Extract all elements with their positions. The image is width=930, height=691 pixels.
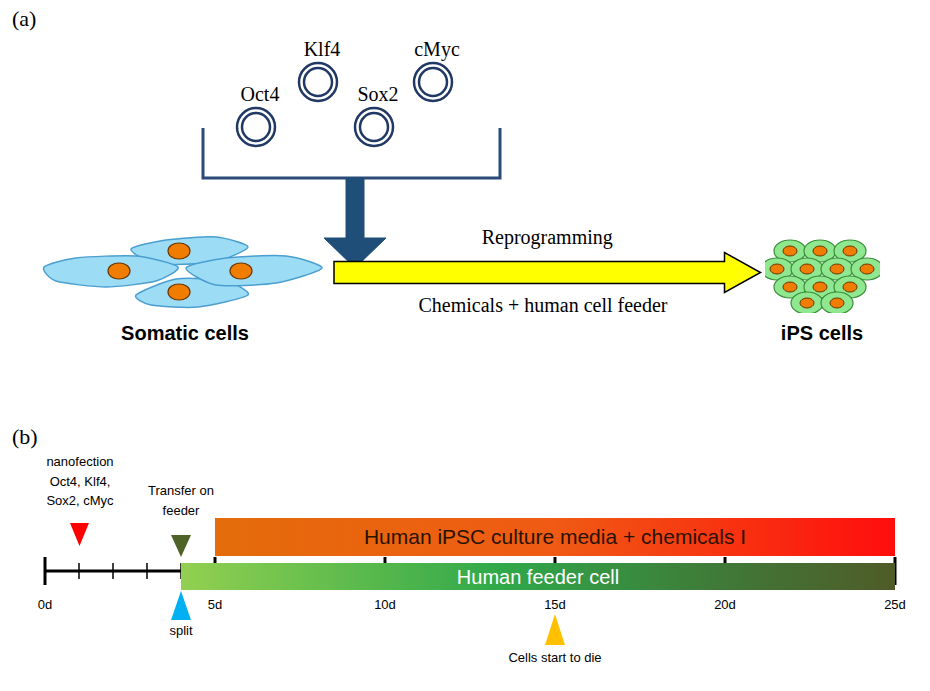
delivery-arrow bbox=[324, 178, 386, 268]
timeline-band: Human feeder cell bbox=[181, 563, 895, 590]
cell-group-node: iPS cells bbox=[761, 235, 884, 345]
cell-group-node: Somatic cells bbox=[36, 235, 334, 345]
node-label: Somatic cells bbox=[36, 322, 334, 345]
tick-mark bbox=[112, 563, 114, 579]
plasmid-node: cMyc bbox=[398, 38, 476, 104]
nanofection-marker bbox=[70, 523, 89, 546]
death-marker bbox=[545, 614, 565, 645]
event-note: split bbox=[169, 623, 192, 638]
timeline-band: Human iPSC culture media + chemicals I bbox=[215, 518, 895, 556]
transfer-marker bbox=[171, 535, 191, 557]
plasmid-circle bbox=[221, 105, 291, 149]
node-label: iPS cells bbox=[761, 322, 884, 345]
day-label: 20d bbox=[714, 597, 736, 612]
plasmid-circle bbox=[398, 60, 468, 104]
plasmid-node: Sox2 bbox=[339, 83, 417, 149]
edge-label: Reprogramming bbox=[482, 226, 613, 249]
node-label: Oct4 bbox=[221, 83, 299, 105]
ips-cells-illustration bbox=[765, 235, 880, 313]
plasmid-node: Klf4 bbox=[283, 38, 361, 104]
plasmid-node: Oct4 bbox=[221, 83, 299, 149]
reprogramming-arrow bbox=[334, 253, 761, 293]
day-label: 25d bbox=[884, 597, 906, 612]
day-label: 10d bbox=[374, 597, 396, 612]
condition-note: Chemicals + human cell feeder bbox=[419, 294, 668, 317]
plasmid-circle bbox=[283, 60, 353, 104]
event-note: Transfer on feeder bbox=[135, 481, 227, 520]
event-note: Cells start to die bbox=[508, 650, 601, 665]
panel-label: (b) bbox=[12, 424, 38, 450]
day-label: 15d bbox=[544, 597, 566, 612]
tick-mark bbox=[44, 557, 47, 585]
node-label: Human feeder cell bbox=[457, 566, 619, 588]
plasmid-circle bbox=[339, 105, 409, 149]
day-label: 0d bbox=[38, 597, 52, 612]
node-label: Sox2 bbox=[339, 83, 417, 105]
split-marker bbox=[171, 591, 191, 620]
node-label: Klf4 bbox=[283, 38, 361, 60]
panel-label: (a) bbox=[12, 6, 36, 32]
somatic-cells-illustration bbox=[36, 235, 326, 310]
tick-mark bbox=[146, 563, 148, 579]
node-label: cMyc bbox=[398, 38, 476, 60]
node-label: Human iPSC culture media + chemicals I bbox=[364, 525, 746, 548]
tick-mark bbox=[78, 563, 80, 579]
event-note: nanofection Oct4, Klf4, Sox2, cMyc bbox=[37, 452, 123, 511]
day-label: 5d bbox=[208, 597, 222, 612]
